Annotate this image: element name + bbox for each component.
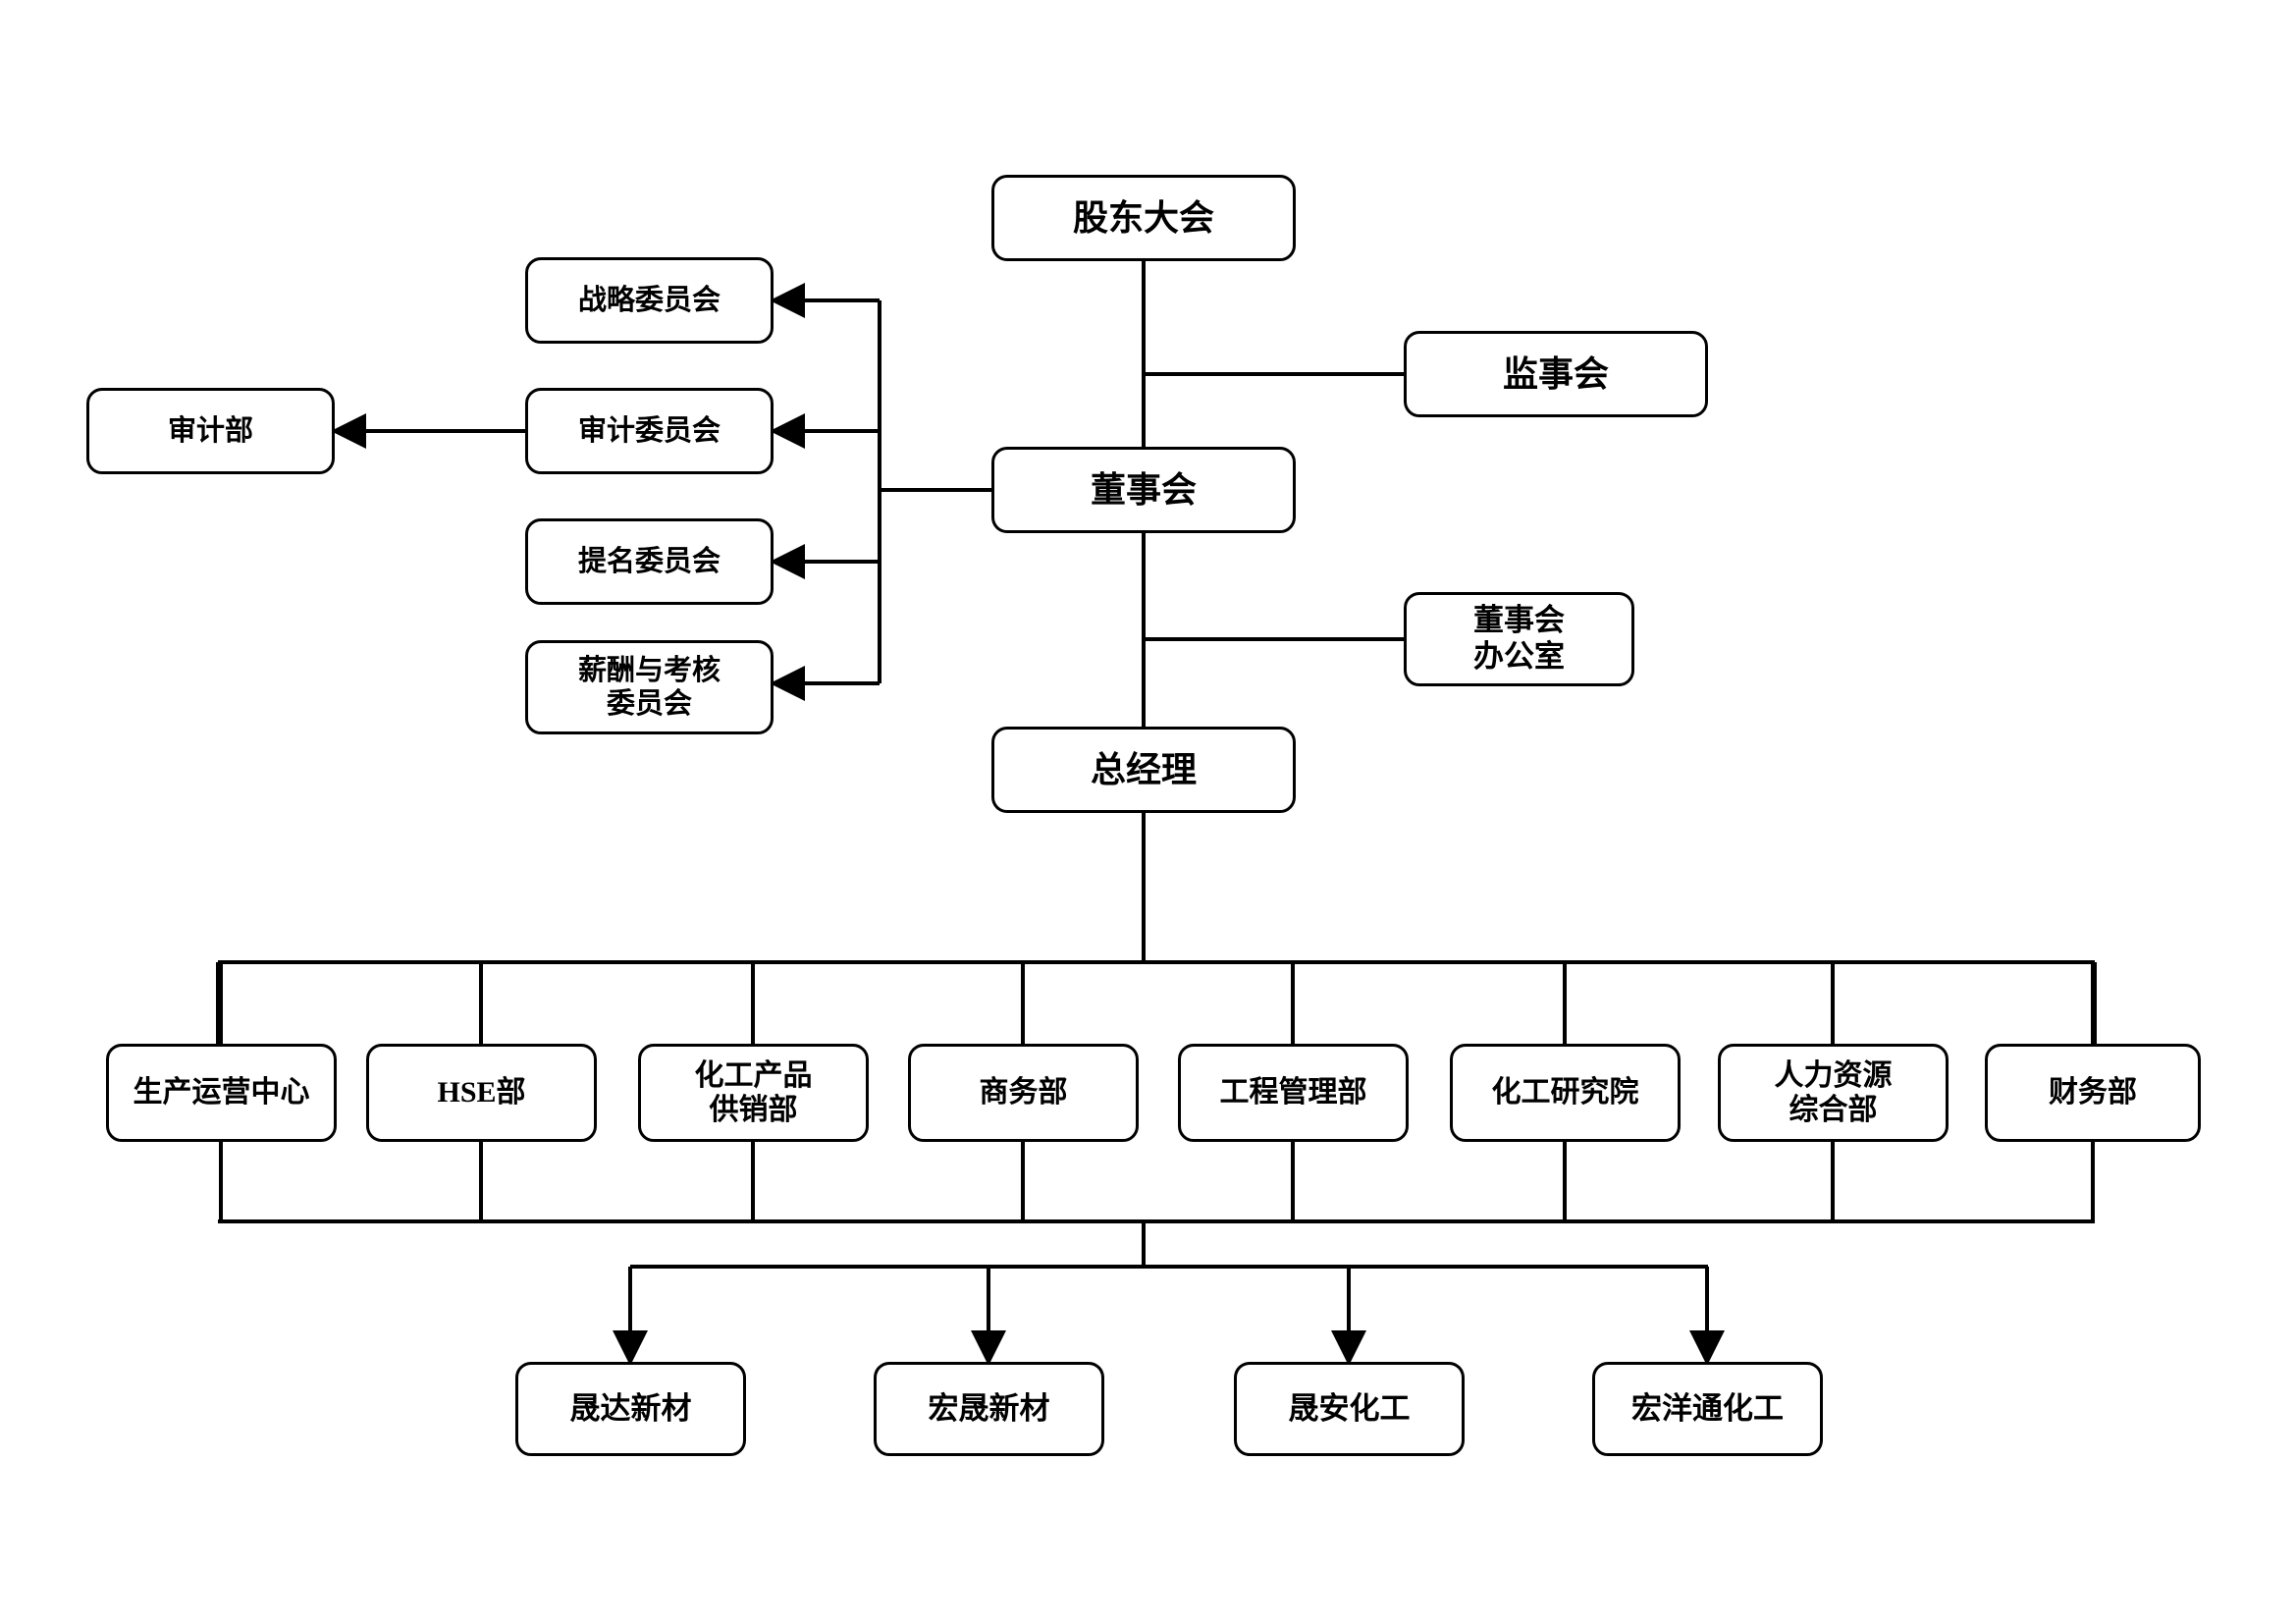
node-subsidiary-shengda-new-materials[interactable]: 晟达新材 [515,1362,746,1456]
node-audit-committee[interactable]: 审计委员会 [525,388,774,474]
node-strategy-committee[interactable]: 战略委员会 [525,257,774,344]
node-supervisory-board[interactable]: 监事会 [1404,331,1708,417]
node-general-manager[interactable]: 总经理 [991,727,1296,813]
node-department-finance[interactable]: 财务部 [1985,1044,2201,1142]
node-shareholders-meeting[interactable]: 股东大会 [991,175,1296,261]
node-nomination-committee[interactable]: 提名委员会 [525,518,774,605]
node-subsidiary-shengan-chemical[interactable]: 晟安化工 [1234,1362,1465,1456]
node-board-of-directors[interactable]: 董事会 [991,447,1296,533]
node-department-chemical-research-institute[interactable]: 化工研究院 [1450,1044,1681,1142]
node-department-engineering-management[interactable]: 工程管理部 [1178,1044,1409,1142]
node-department-chemical-products-supply-sales[interactable]: 化工产品 供销部 [638,1044,869,1142]
node-department-production-operations-center[interactable]: 生产运营中心 [106,1044,337,1142]
node-department-business[interactable]: 商务部 [908,1044,1139,1142]
node-department-hse[interactable]: HSE部 [366,1044,597,1142]
node-department-human-resources-general[interactable]: 人力资源 综合部 [1718,1044,1949,1142]
node-board-office[interactable]: 董事会 办公室 [1404,592,1634,686]
node-subsidiary-hongyangtong-chemical[interactable]: 宏洋通化工 [1592,1362,1823,1456]
node-audit-department[interactable]: 审计部 [86,388,335,474]
node-compensation-committee[interactable]: 薪酬与考核 委员会 [525,640,774,734]
node-subsidiary-hongsheng-new-materials[interactable]: 宏晟新材 [874,1362,1104,1456]
